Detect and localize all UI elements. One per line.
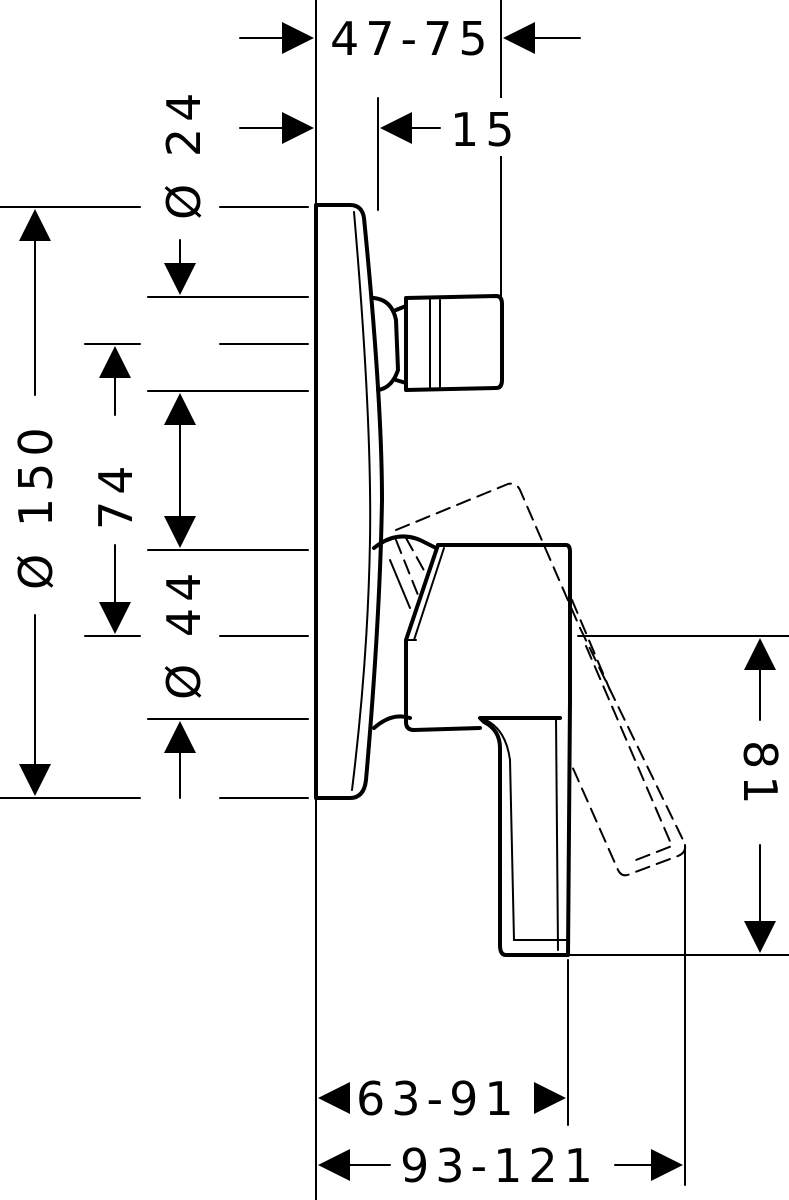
dim-handle-height: 81 [733, 740, 787, 811]
dim-top-depth: 47-75 [330, 12, 494, 66]
dimension-labels: 47-75 15 Ø 24 Ø 150 74 Ø 44 81 63-91 93-… [9, 8, 787, 1194]
dim-body-diameter: Ø 44 [157, 567, 211, 700]
dim-plate-diameter: Ø 150 [9, 421, 63, 590]
mixer-handle [372, 534, 572, 957]
horizontal-extension-lines [0, 206, 789, 956]
dimension-lines [34, 37, 761, 1166]
arrow-heads [19, 22, 776, 1181]
dim-total-depth: 93-121 [400, 1139, 599, 1193]
spout-connector [372, 294, 504, 392]
dim-handle-depth: 63-91 [356, 1072, 520, 1126]
dim-pipe-diameter: Ø 24 [157, 87, 211, 220]
dim-pipe-offset: 15 [450, 103, 521, 157]
extension-lines [315, 0, 686, 1200]
handle-alt-position [395, 482, 687, 877]
dim-spacing: 74 [89, 459, 143, 530]
wall-plate [314, 203, 384, 800]
